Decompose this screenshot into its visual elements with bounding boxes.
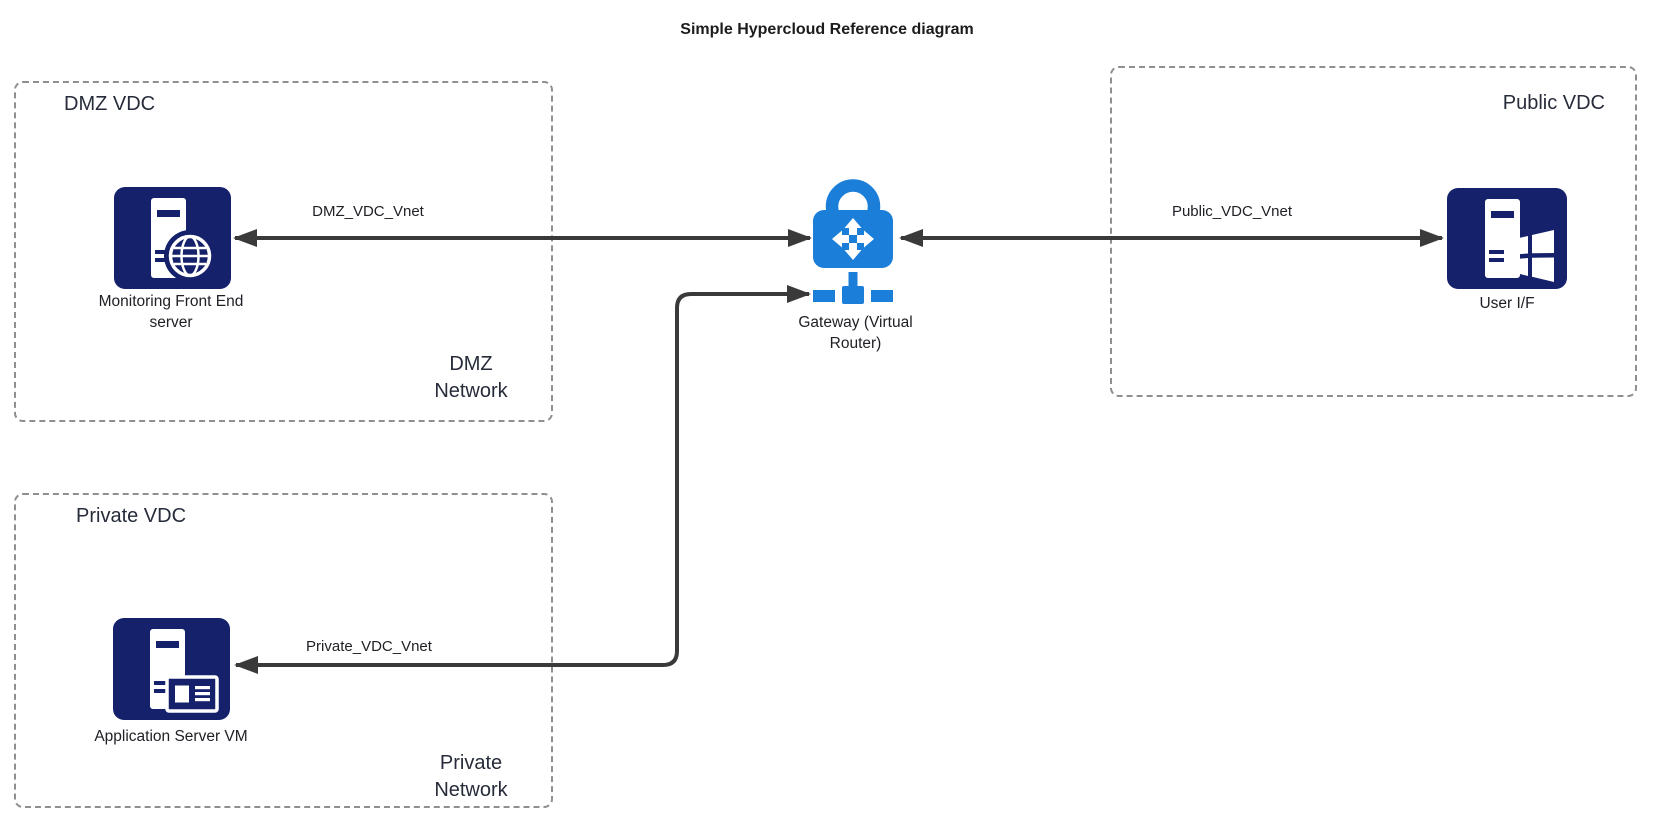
private-vnet-label: Private_VDC_Vnet [306,638,432,655]
server-globe-icon [114,187,231,289]
private-vdc-label: Private VDC [76,505,187,527]
public-vdc-label: Public VDC [1502,92,1605,114]
monitoring-server-caption: Monitoring Front End server [98,293,244,331]
user-if-caption: User I/F [1479,295,1535,312]
gateway-caption: Gateway (Virtual Router) [798,314,913,352]
application-server-caption: Application Server VM [94,728,248,745]
gateway-lock-icon [813,179,893,304]
server-vm-icon [113,618,230,720]
diagram-title: Simple Hypercloud Reference diagram [680,21,974,38]
dmz-vdc-label: DMZ VDC [64,93,156,115]
private-network-label: Private Network [434,752,508,801]
public-vnet-label: Public_VDC_Vnet [1171,203,1293,220]
server-windows-icon [1447,188,1567,289]
dmz-network-label: DMZ Network [434,353,508,402]
dmz-vnet-label: DMZ_VDC_Vnet [312,203,424,220]
